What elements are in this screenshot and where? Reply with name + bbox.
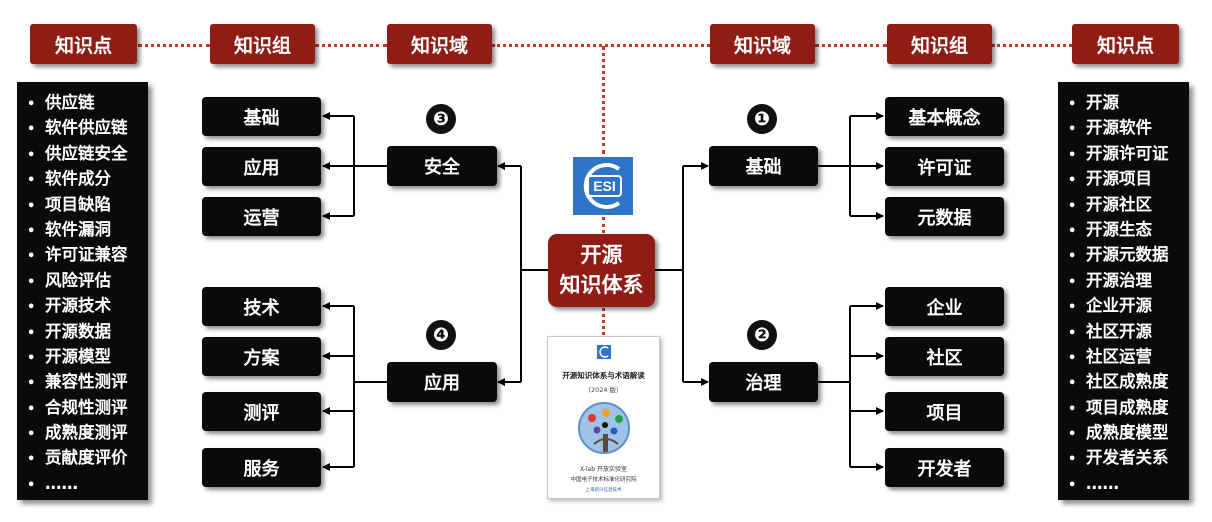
list-item: …… [1068, 471, 1189, 496]
group-box: 开发者 [885, 448, 1004, 487]
header-knowledge-point-left: 知识点 [30, 24, 137, 64]
domain-number-2: ❷ [747, 320, 777, 350]
list-item: 开源技术 [27, 293, 148, 318]
list-item: 项目缺陷 [27, 192, 148, 217]
group-box: 基础 [202, 97, 321, 136]
center-dotted-mid [602, 217, 605, 233]
book-version: （2024 版） [584, 386, 623, 394]
list-item: 软件成分 [27, 166, 148, 191]
list-item: 兼容性测评 [27, 369, 148, 394]
book-title: 开源知识体系与术语解读 [562, 371, 645, 380]
header-connector-right2 [992, 44, 1072, 47]
header-connector-right [815, 44, 887, 47]
book-cover: 开源知识体系与术语解读 （2024 版） X-lab 开放实验室 中国电子技术标… [547, 336, 660, 499]
domain-box-governance: 治理 [709, 362, 818, 402]
list-item: 项目成熟度 [1068, 395, 1189, 420]
left-knowledge-points: 供应链 软件供应链 供应链安全 软件成分 项目缺陷 软件漏洞 许可证兼容 风险评… [17, 82, 148, 500]
list-item: 开源数据 [27, 319, 148, 344]
header-knowledge-group-right: 知识组 [887, 24, 992, 64]
center-dotted-top [602, 46, 605, 154]
globe-graphic [587, 409, 623, 452]
center-line-1: 开源 [580, 243, 623, 267]
header-connector-left2 [315, 44, 387, 47]
list-item: 开源项目 [1068, 166, 1189, 191]
group-box: 应用 [202, 147, 321, 186]
domain-box-application: 应用 [387, 362, 497, 402]
group-box: 许可证 [885, 147, 1004, 186]
group-box: 社区 [885, 337, 1004, 376]
list-item: 开源元数据 [1068, 242, 1189, 267]
list-item: 成熟度测评 [27, 420, 148, 445]
esi-logo-graphic: ESI [583, 163, 622, 209]
center-dotted-bottom [602, 308, 605, 335]
list-item: 软件漏洞 [27, 217, 148, 242]
list-item: 开源生态 [1068, 217, 1189, 242]
list-item: 开源软件 [1068, 115, 1189, 140]
right-knowledge-points: 开源 开源软件 开源许可证 开源项目 开源社区 开源生态 开源元数据 开源治理 … [1058, 82, 1189, 500]
list-item: 开发者关系 [1068, 445, 1189, 470]
book-esi-icon [597, 345, 611, 359]
list-item: 开源许可证 [1068, 141, 1189, 166]
list-item: …… [27, 471, 148, 496]
domain-box-security: 安全 [387, 146, 497, 186]
list-item: 企业开源 [1068, 293, 1189, 318]
header-connector-center [492, 44, 710, 47]
book-org-cesi: 中国电子技术标准化研究院 [570, 477, 637, 483]
globe-illustration [577, 402, 630, 454]
domain-box-foundation: 基础 [709, 146, 818, 186]
group-box: 项目 [885, 392, 1004, 431]
book-org-xlab: X-lab 开放实验室 [579, 466, 628, 473]
list-item: 社区开源 [1068, 319, 1189, 344]
header-connector-left [138, 44, 210, 47]
group-box: 企业 [885, 287, 1004, 326]
list-item: 贡献度评价 [27, 445, 148, 470]
list-item: 供应链 [27, 90, 148, 115]
group-box: 测评 [202, 392, 321, 431]
list-item: 社区成熟度 [1068, 369, 1189, 394]
group-box: 服务 [202, 448, 321, 487]
list-item: 开源社区 [1068, 192, 1189, 217]
list-item: 供应链安全 [27, 141, 148, 166]
header-knowledge-domain-left: 知识域 [387, 24, 492, 64]
esi-logo: ESI [573, 157, 633, 215]
list-item: 许可证兼容 [27, 242, 148, 267]
header-knowledge-domain-right: 知识域 [710, 24, 815, 64]
center-node-open-source-knowledge-system: 开源 知识体系 [548, 234, 655, 307]
header-knowledge-point-right: 知识点 [1072, 24, 1179, 64]
group-box: 基本概念 [885, 97, 1004, 136]
group-box: 元数据 [885, 197, 1004, 236]
list-item: 软件供应链 [27, 115, 148, 140]
list-item: 风险评估 [27, 268, 148, 293]
domain-number-1: ❶ [747, 104, 777, 134]
esi-logo-text: ESI [593, 178, 616, 194]
group-box: 方案 [202, 337, 321, 376]
list-item: 社区运营 [1068, 344, 1189, 369]
list-item: 开源治理 [1068, 268, 1189, 293]
list-item: 开源模型 [27, 344, 148, 369]
center-line-2: 知识体系 [559, 273, 644, 297]
group-box: 技术 [202, 287, 321, 326]
header-knowledge-group-left: 知识组 [210, 24, 315, 64]
domain-number-4: ❹ [426, 320, 456, 350]
list-item: 开源 [1068, 90, 1189, 115]
list-item: 合规性测评 [27, 395, 148, 420]
book-footer: 上海新兴信息技术 [585, 488, 622, 493]
group-box: 运营 [202, 197, 321, 236]
list-item: 成熟度模型 [1068, 420, 1189, 445]
domain-number-3: ❸ [426, 104, 456, 134]
